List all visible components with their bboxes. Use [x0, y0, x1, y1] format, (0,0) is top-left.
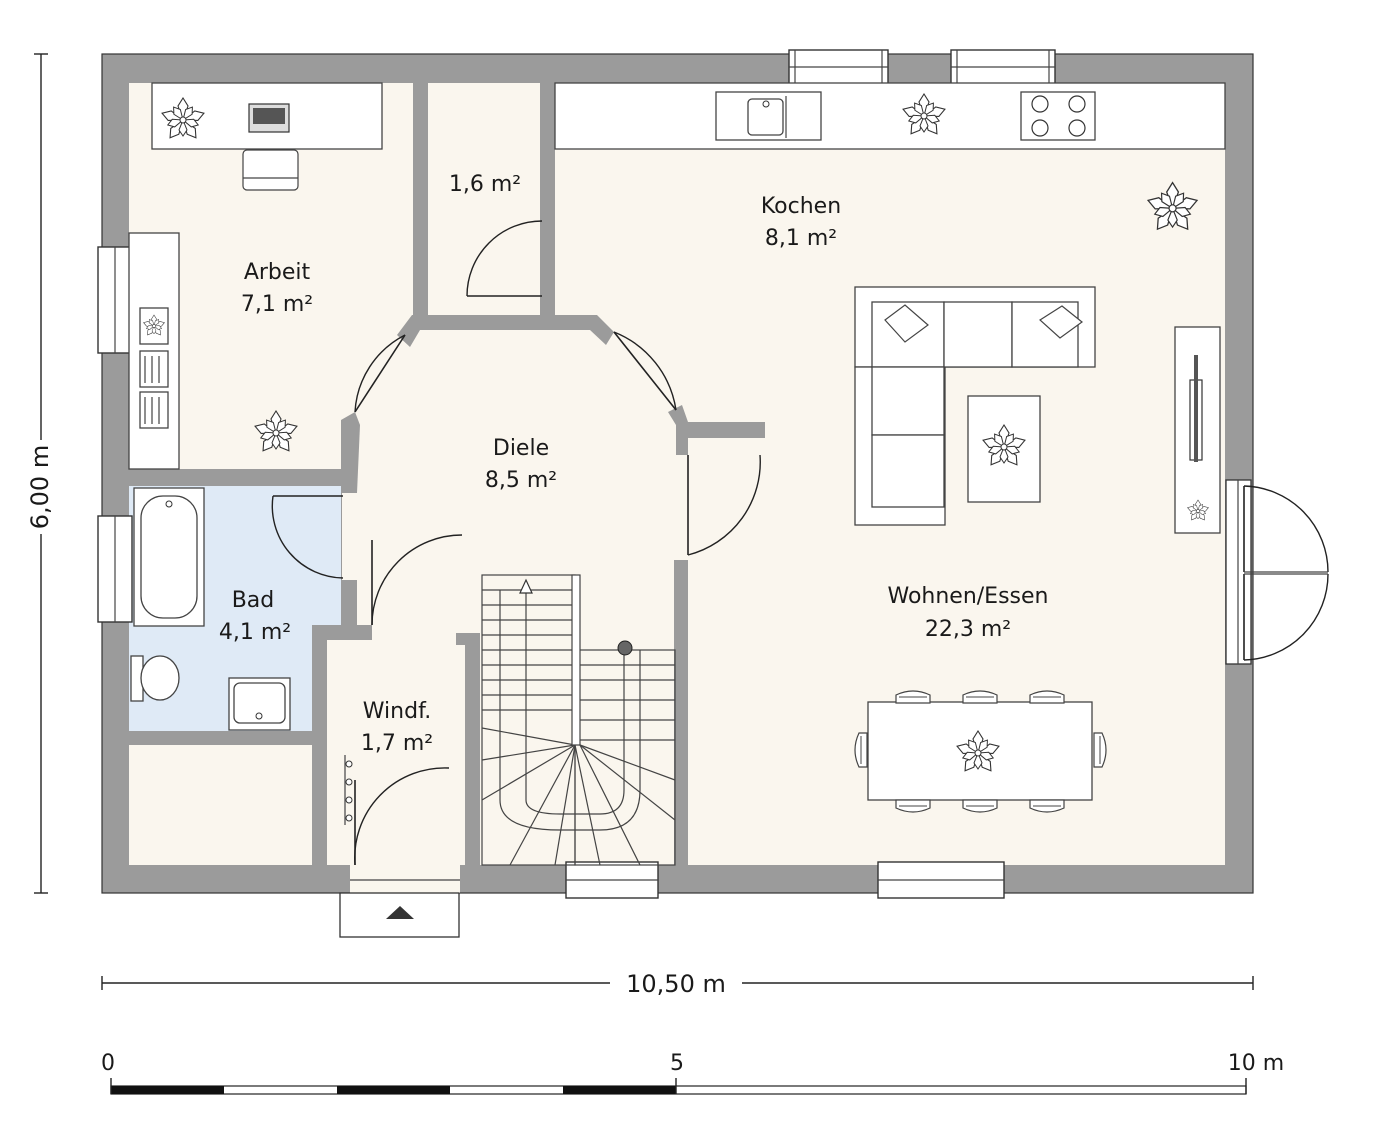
washbasin: [228, 677, 291, 731]
room-area: 8,5 m²: [485, 468, 557, 493]
room-name: Kochen: [761, 194, 841, 219]
room-label-bad: Bad 4,1 m²: [219, 588, 291, 645]
width-label: 10,50 m: [626, 970, 726, 998]
kitchen-counter: [554, 82, 1226, 150]
window-bottom-stair: [565, 861, 659, 899]
scale-label-10: 10 m: [1228, 1051, 1284, 1076]
room-label-abstell: 1,6 m²: [449, 172, 521, 197]
bathtub: [133, 487, 205, 627]
scale-bar: 0 5 10 m: [101, 1051, 1284, 1095]
tv-board: [1174, 326, 1221, 534]
room-area: 1,6 m²: [449, 172, 521, 197]
sink-icon: [715, 91, 822, 141]
window-left-arbeit: [97, 246, 133, 354]
room-label-wohnen: Wohnen/Essen 22,3 m²: [887, 584, 1048, 642]
entrance-arrow-icon: [386, 906, 414, 919]
room-name: Diele: [493, 436, 549, 461]
height-label: 6,00 m: [26, 445, 54, 529]
toilet: [130, 655, 180, 702]
terrace-door: [1225, 479, 1329, 665]
room-name: Wohnen/Essen: [887, 584, 1048, 609]
window-top-2: [950, 49, 1056, 85]
scale-label-0: 0: [101, 1051, 115, 1076]
sofa: [854, 286, 1096, 526]
room-area: 8,1 m²: [765, 226, 837, 251]
room-area: 7,1 m²: [241, 292, 313, 317]
room-label-kochen: Kochen 8,1 m²: [761, 194, 841, 251]
room-name: Windf.: [363, 699, 431, 724]
room-area: 1,7 m²: [361, 731, 433, 756]
room-label-diele: Diele 8,5 m²: [485, 436, 557, 493]
entrance: [339, 865, 460, 938]
room-area: 4,1 m²: [219, 620, 291, 645]
room-label-arbeit: Arbeit 7,1 m²: [241, 260, 313, 317]
dining-table: [854, 690, 1107, 813]
coat-hooks: [344, 755, 353, 825]
room-name: Arbeit: [244, 260, 311, 285]
scale-label-5: 5: [670, 1051, 684, 1076]
height-dimension: 6,00 m: [26, 53, 54, 894]
room-label-windfang: Windf. 1,7 m²: [361, 699, 433, 756]
window-left-bad: [97, 515, 133, 623]
room-name: Bad: [232, 588, 275, 613]
cooktop-icon: [1020, 91, 1096, 141]
shelf: [128, 232, 180, 470]
window-top-1: [788, 49, 889, 85]
window-bottom-wohnen: [877, 861, 1005, 899]
room-area: 22,3 m²: [925, 617, 1011, 642]
desk: [151, 82, 383, 191]
width-dimension: 10,50 m: [101, 970, 1254, 998]
staircase: [481, 574, 676, 866]
laptop-icon: [248, 103, 290, 133]
tv-icon: [1189, 355, 1203, 462]
office-chair: [242, 149, 299, 191]
